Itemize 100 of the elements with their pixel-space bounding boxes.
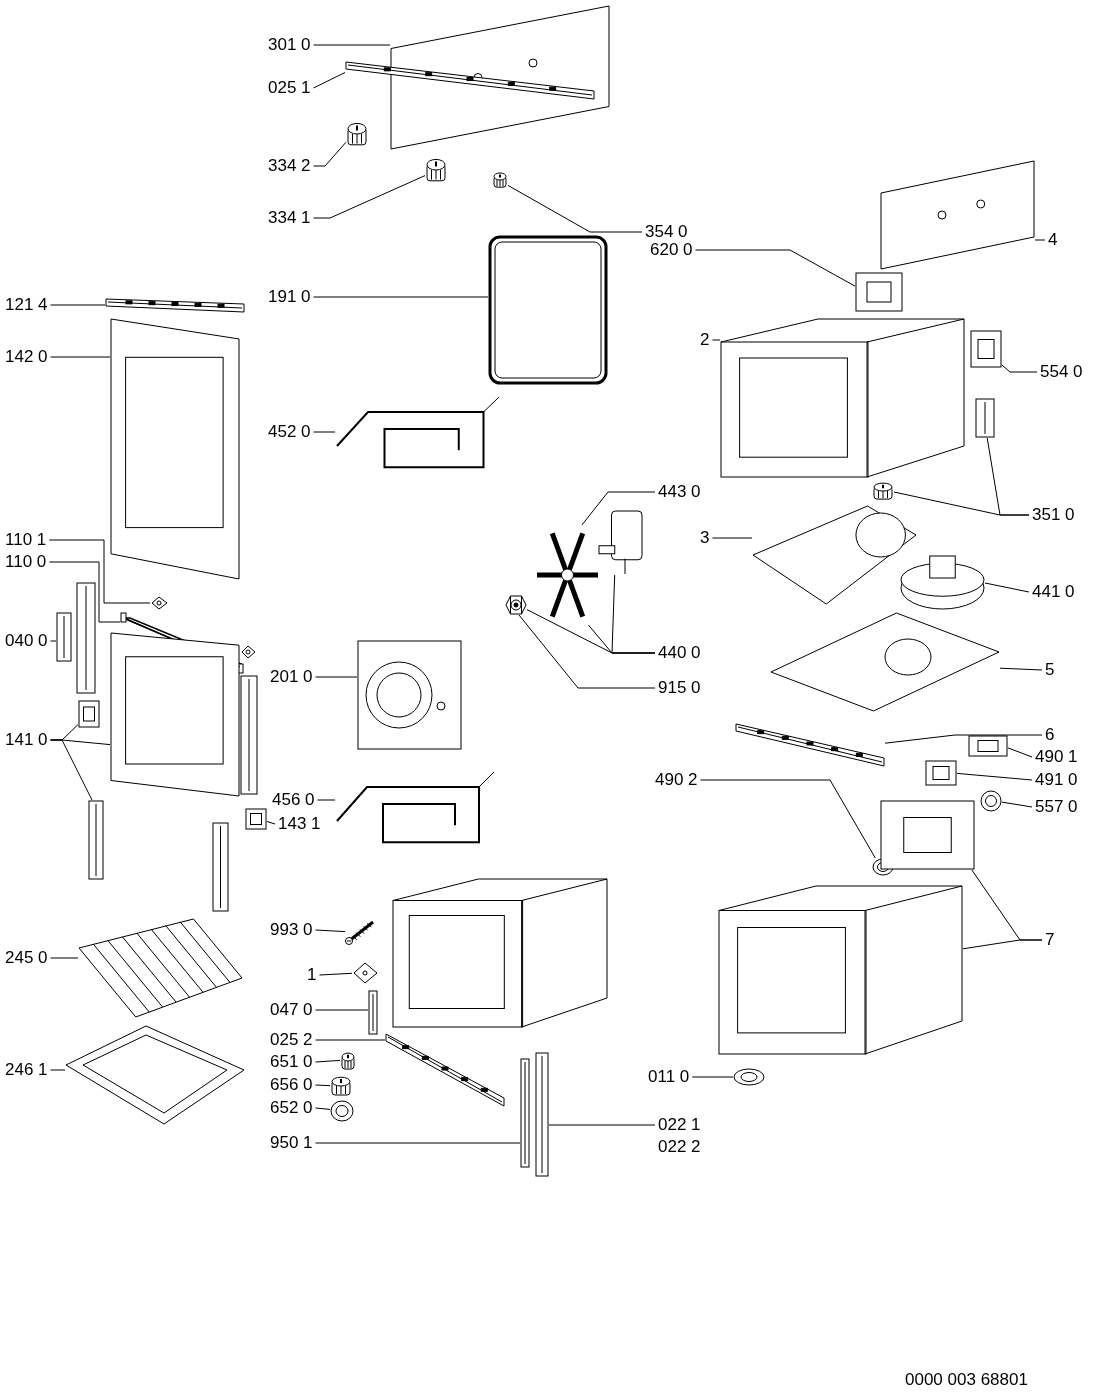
leader-line xyxy=(315,676,358,678)
thermostat-drawing xyxy=(970,330,1002,368)
callout-number: 334 1 xyxy=(268,207,311,229)
leader-line xyxy=(315,1084,331,1087)
callout-number: 443 0 xyxy=(658,481,701,503)
leader-line xyxy=(884,734,1043,744)
leader-line xyxy=(1034,239,1046,241)
leader-line xyxy=(1001,364,1038,373)
leader-line xyxy=(313,72,346,89)
callout-number: 121 4 xyxy=(5,294,48,316)
callout-number: 5 xyxy=(1045,659,1055,681)
callout-number: 456 0 xyxy=(272,789,315,811)
baking-tray-drawing xyxy=(65,1025,245,1125)
callout-number: 4 xyxy=(1048,229,1058,251)
clip-drawing xyxy=(150,596,168,610)
leader-line xyxy=(48,539,151,604)
callout-number: 441 0 xyxy=(1032,581,1075,603)
seal-strip-drawing xyxy=(520,1058,530,1168)
leader-line xyxy=(266,821,276,825)
callout-number: 993 0 xyxy=(270,919,313,941)
leader-line xyxy=(581,491,656,526)
housing-drawing xyxy=(880,160,1035,270)
switch-drawing xyxy=(855,272,903,312)
leader-line xyxy=(712,537,753,539)
callout-number: 2 xyxy=(700,329,710,351)
callout-number: 557 0 xyxy=(1035,796,1078,818)
leader-line xyxy=(1001,801,1033,808)
leader-line xyxy=(313,44,391,46)
callout-number: 110 1 xyxy=(5,529,47,551)
callout-number: 040 0 xyxy=(5,630,48,652)
callout-number: 201 0 xyxy=(270,666,313,688)
knob-drawing xyxy=(346,122,368,146)
knob-drawing xyxy=(425,158,447,182)
strip-drawing xyxy=(345,60,595,100)
leader-line xyxy=(315,1142,521,1144)
leader-line xyxy=(712,339,721,341)
leader-line xyxy=(313,296,489,298)
callout-number: 452 0 xyxy=(268,421,311,443)
leader-line xyxy=(507,184,643,233)
callout-number: 143 1 xyxy=(278,813,321,835)
leader-line xyxy=(984,582,1030,593)
leader-line xyxy=(315,1009,369,1011)
leader-line xyxy=(313,175,426,219)
callout-number: 490 1 xyxy=(1035,746,1078,768)
leader-line xyxy=(317,799,336,801)
leader-line xyxy=(313,141,347,167)
cover-plate-drawing xyxy=(770,612,1000,712)
leader-line xyxy=(986,437,1030,516)
leader-line xyxy=(50,356,111,358)
callout-number: 047 0 xyxy=(270,999,313,1021)
nut-drawing xyxy=(505,595,527,615)
callout-number: 915 0 xyxy=(658,677,701,699)
hinge-drawing xyxy=(56,612,72,662)
oven-casing-drawing xyxy=(718,885,963,1055)
leader-line xyxy=(548,1124,656,1126)
leader-line xyxy=(956,772,1033,781)
callout-number: 022 1 xyxy=(658,1114,701,1136)
callout-number: 334 2 xyxy=(268,155,311,177)
door-seal-drawing xyxy=(488,235,608,385)
lamp-bulb-drawing xyxy=(340,1052,356,1070)
callout-number: 554 0 xyxy=(1040,361,1083,383)
bracket-drawing xyxy=(368,990,378,1035)
rail-drawing xyxy=(535,1052,549,1177)
callout-number: 246 1 xyxy=(5,1059,48,1081)
callout-number: 1 xyxy=(307,964,317,986)
callout-number: 7 xyxy=(1045,929,1055,951)
foot-drawing xyxy=(733,1068,765,1086)
callout-number: 025 1 xyxy=(268,77,311,99)
leader-line xyxy=(315,929,346,933)
front-strip-drawing xyxy=(735,722,885,767)
callout-number: 191 0 xyxy=(268,286,311,308)
fan-cover-drawing xyxy=(357,640,462,750)
leader-line xyxy=(695,249,856,287)
leader-line xyxy=(50,640,57,642)
leader-line xyxy=(313,431,336,433)
leader-line xyxy=(518,614,656,689)
leader-line xyxy=(999,667,1043,671)
door-trim-drawing xyxy=(105,297,245,313)
leader-line xyxy=(48,561,121,623)
shaft-drawing xyxy=(975,398,995,438)
control-panel-frame-drawing xyxy=(720,318,965,478)
drawing-number: 0000 003 68801 xyxy=(905,1370,1028,1390)
callout-number: 141 0 xyxy=(5,729,48,751)
blower-fan-drawing xyxy=(900,555,985,610)
knob-drawing xyxy=(330,1076,352,1096)
lamp-cover-drawing xyxy=(330,1100,354,1122)
callout-number: 022 2 xyxy=(658,1136,701,1158)
leader-line xyxy=(319,972,353,976)
hinge-block-drawing xyxy=(78,700,100,728)
leader-line xyxy=(962,939,1043,950)
door-glass-drawing xyxy=(110,318,240,580)
cap-drawing xyxy=(492,172,508,188)
callout-number: 245 0 xyxy=(5,947,48,969)
callout-number: 351 0 xyxy=(1032,504,1075,526)
knob-drawing xyxy=(872,482,894,500)
front-strip-drawing xyxy=(385,1032,505,1107)
callout-number: 651 0 xyxy=(270,1051,313,1073)
terminal-block-drawing xyxy=(925,760,957,786)
callout-number: 440 0 xyxy=(658,642,701,664)
callout-number: 656 0 xyxy=(270,1074,313,1096)
